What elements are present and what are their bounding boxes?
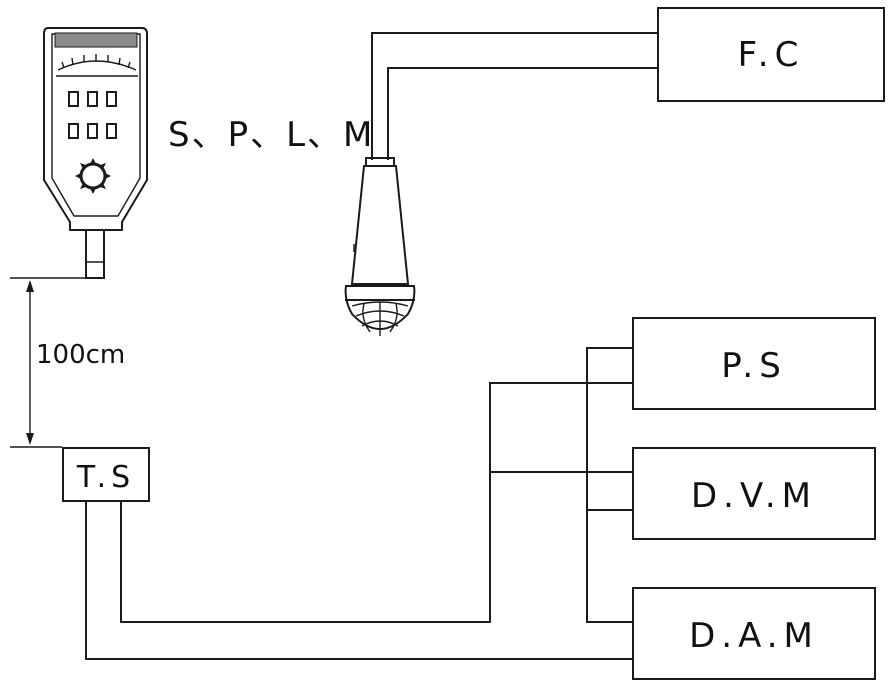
ts-box (62, 447, 150, 502)
dvm-box (632, 447, 876, 540)
dvm-label: D.V.M (691, 476, 817, 516)
dam-label: D.A.M (689, 616, 819, 656)
dam-box (632, 587, 876, 680)
sound-level-meter-icon (43, 27, 148, 279)
distance-dimension (10, 277, 95, 448)
wiring (85, 347, 633, 660)
fc-box (657, 7, 885, 102)
distance-label: 100cm (36, 340, 125, 370)
ps-label: P.S (721, 346, 787, 386)
microphone-icon (344, 32, 658, 336)
ts-label: T.S (76, 460, 135, 495)
ps-box (632, 317, 876, 410)
sound-level-meter-label: S、P、L、M (168, 115, 374, 155)
fc-label: F.C (738, 35, 805, 75)
